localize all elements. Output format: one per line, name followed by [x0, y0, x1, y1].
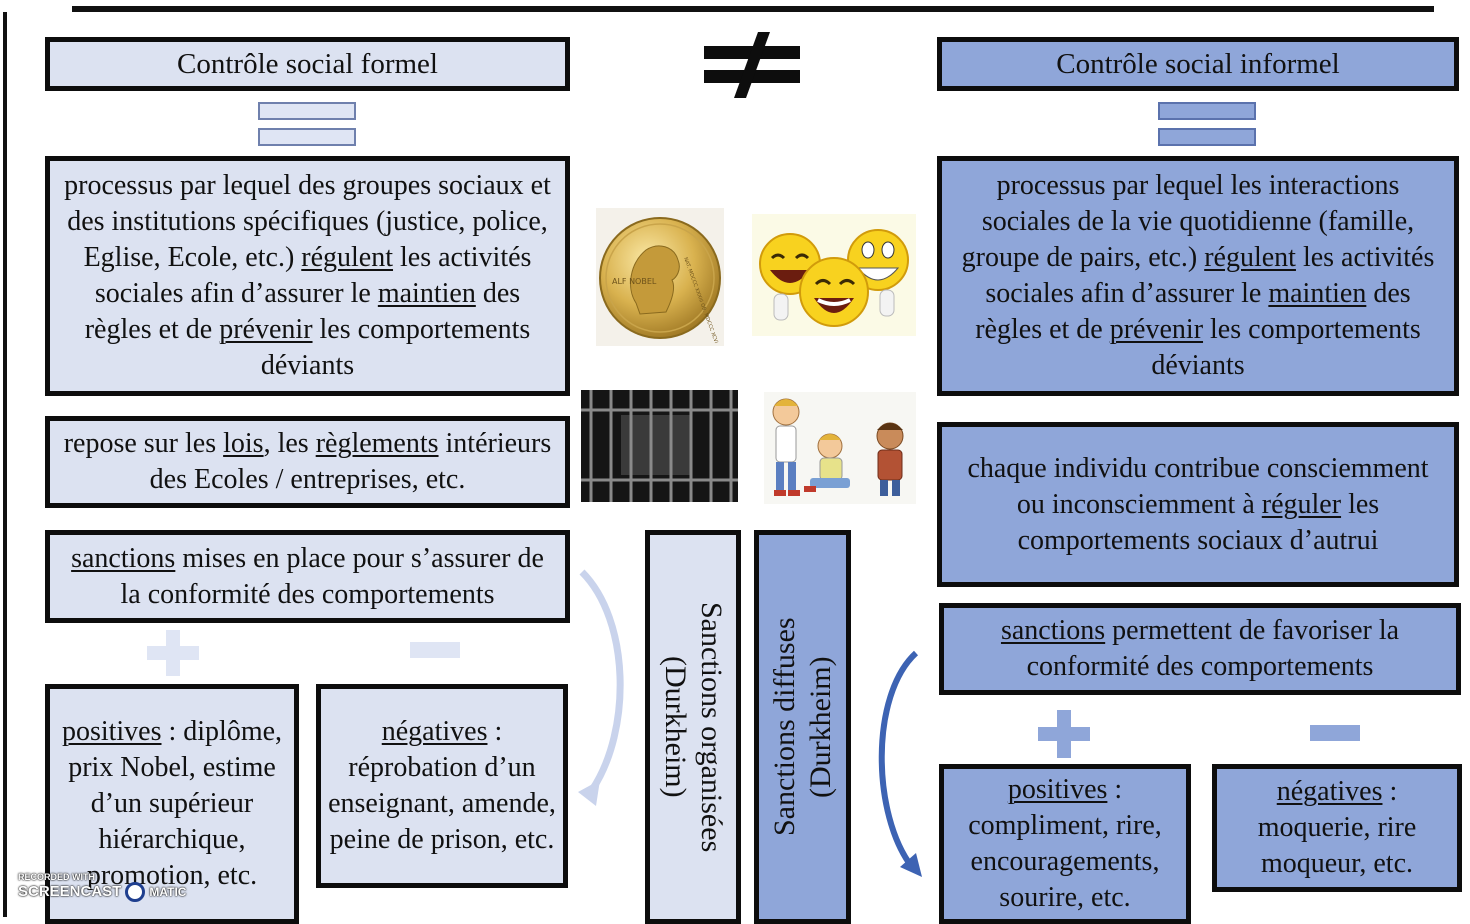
equals-bar-top-left	[258, 102, 356, 120]
mocking-kids-image	[764, 392, 916, 504]
underlined-keyword: prévenir	[1109, 314, 1204, 345]
informal-definition-text: processus par lequel les interactions so…	[952, 168, 1444, 384]
underlined-keyword: positives	[61, 716, 162, 747]
formal-positive-text: positives : diplôme, prix Nobel, estime …	[56, 714, 288, 894]
underlined-keyword: maintien	[1268, 278, 1367, 309]
sad-child-icon	[876, 422, 904, 496]
text-segment: les comportements déviants	[260, 314, 531, 381]
watermark-line1: RECORDED WITH	[18, 872, 95, 882]
diffuse-sanctions-label: Sanctions diffuses (Durkheim)	[767, 617, 837, 837]
boy-laughing-icon	[772, 398, 800, 496]
laughing-emojis-image	[752, 214, 916, 336]
organized-sanctions-box: Sanctions organisées (Durkheim)	[645, 530, 741, 924]
text-segment: , les	[263, 428, 316, 459]
formal-basis-text: repose sur les lois, les règlements inté…	[60, 426, 555, 498]
informal-control-title: Contrôle social informel	[937, 37, 1459, 91]
underlined-keyword: négatives	[1276, 776, 1383, 807]
informal-positive-box: positives : compliment, rire, encouragem…	[939, 764, 1191, 924]
watermark-line3: MATIC	[149, 885, 187, 899]
underlined-keyword: positives	[1007, 774, 1108, 805]
formal-negative-box: négatives : réprobation d’un enseignant,…	[316, 684, 568, 888]
underlined-keyword: maintien	[377, 278, 476, 309]
informal-basis-box: chaque individu contribue consciemment o…	[937, 422, 1459, 587]
informal-plus-icon	[1038, 710, 1090, 758]
screencast-watermark: RECORDED WITH SCREENCAST MATIC	[18, 872, 186, 902]
underlined-keyword: réguler	[1261, 488, 1342, 520]
underlined-keyword: négatives	[381, 716, 488, 747]
screencast-logo-icon	[125, 882, 146, 902]
informal-negative-text: négatives : moquerie, rire moqueur, etc.	[1223, 774, 1451, 882]
text-segment: mises en place pour s’assurer de la conf…	[120, 542, 544, 610]
informal-curved-arrow-icon	[878, 650, 922, 877]
equals-bar-top-right	[1158, 102, 1256, 120]
formal-minus-icon	[410, 642, 460, 658]
informal-sanctions-text: sanctions permettent de favoriser la con…	[954, 613, 1446, 685]
text-segment: : moquerie, rire moqueur, etc.	[1257, 776, 1417, 879]
not-equal-icon	[704, 32, 800, 98]
informal-sanctions-box: sanctions permettent de favoriser la con…	[939, 603, 1461, 695]
text-segment: chaque individu contribue consciemment o…	[967, 452, 1429, 520]
text-segment: les comportements déviants	[1151, 314, 1421, 381]
laughing-face-icon	[799, 257, 869, 327]
text-segment: intérieurs des Ecoles / entreprises, etc…	[149, 428, 552, 495]
text-segment: : compliment, rire, encouragements, sour…	[968, 774, 1162, 913]
nobel-medal-image: ALF NOBEL NAT. MDCCC XXXIII OB. MDCCC XC…	[596, 208, 724, 346]
diffuse-sanctions-box: Sanctions diffuses (Durkheim)	[754, 530, 851, 924]
formal-control-title: Contrôle social formel	[45, 37, 570, 91]
top-rule	[72, 6, 1434, 12]
text-segment: processus par lequel des groupes sociaux…	[64, 170, 551, 273]
formal-sanctions-box: sanctions mises en place pour s’assurer …	[45, 530, 570, 623]
informal-minus-icon	[1310, 725, 1360, 741]
text-segment: repose sur les	[63, 428, 224, 459]
text-segment: : réprobation d’un enseignant, amende, p…	[328, 716, 556, 855]
underlined-keyword: lois	[223, 428, 264, 459]
informal-definition-box: processus par lequel les interactions so…	[937, 156, 1459, 396]
underlined-keyword: sanctions	[1000, 615, 1106, 646]
text-segment: les activités sociales afin d’assurer le	[94, 242, 532, 309]
boy-sitting-laughing-icon	[804, 433, 850, 492]
watermark-line2: SCREENCAST	[18, 883, 122, 900]
medal-inscription: ALF NOBEL	[612, 277, 657, 286]
text-segment: : diplôme, prix Nobel, estime d’un supér…	[68, 716, 283, 891]
text-segment: permettent de favoriser la conformité de…	[1026, 615, 1400, 682]
formal-sanctions-text: sanctions mises en place pour s’assurer …	[60, 541, 555, 613]
text-segment: des règles et de	[84, 278, 521, 345]
underlined-keyword: régulent	[1204, 242, 1296, 273]
informal-negative-box: négatives : moquerie, rire moqueur, etc.	[1212, 764, 1462, 892]
informal-basis-text: chaque individu contribue consciemment o…	[952, 451, 1444, 559]
formal-positive-box: positives : diplôme, prix Nobel, estime …	[45, 684, 299, 924]
formal-curved-arrow-icon	[578, 569, 624, 806]
left-edge-rule	[3, 12, 7, 917]
equals-bar-bottom-right	[1158, 128, 1256, 146]
underlined-keyword: régulent	[301, 242, 394, 273]
formal-basis-box: repose sur les lois, les règlements inté…	[45, 416, 570, 508]
text-segment: les activités sociales afin d’assurer le	[985, 242, 1435, 309]
organized-sanctions-label: Sanctions organisées (Durkheim)	[659, 601, 728, 853]
prison-cell-image	[581, 390, 738, 502]
formal-definition-text: processus par lequel des groupes sociaux…	[60, 168, 555, 384]
text-segment: processus par lequel les interactions so…	[961, 170, 1415, 273]
formal-definition-box: processus par lequel des groupes sociaux…	[45, 156, 570, 396]
underlined-keyword: sanctions	[71, 542, 176, 574]
formal-plus-icon	[147, 630, 199, 676]
formal-negative-text: négatives : réprobation d’un enseignant,…	[327, 714, 557, 858]
underlined-keyword: prévenir	[219, 314, 313, 345]
underlined-keyword: règlements	[315, 428, 439, 459]
informal-positive-text: positives : compliment, rire, encouragem…	[950, 772, 1180, 916]
text-segment: les comportements sociaux d’autrui	[1017, 488, 1380, 556]
equals-bar-bottom-left	[258, 128, 356, 146]
text-segment: des règles et de	[975, 278, 1411, 345]
